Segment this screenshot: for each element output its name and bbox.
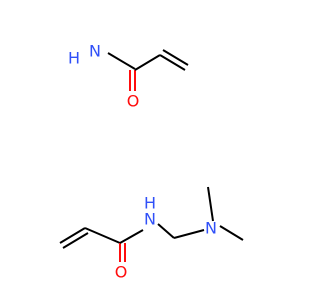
dimethylaminomethyl-acrylamide-molecule xyxy=(59,186,244,262)
amide-nh-h-label: H xyxy=(144,194,156,213)
dimethylamino-n-label: N xyxy=(205,219,217,238)
bond-n-carbonyl xyxy=(107,52,136,70)
chemical-structure-canvas: H N O N H N O xyxy=(59,42,244,282)
bond-vinyl-outer-2 xyxy=(59,227,86,244)
bond-vinyl-outer xyxy=(159,54,186,71)
bond-carbonyl-alpha xyxy=(134,54,161,71)
bond-carbonyl-nh-2 xyxy=(119,229,144,244)
carbonyl-o-label-2: O xyxy=(115,263,128,282)
amide-nh-n-label: N xyxy=(144,210,156,229)
bond-methylene-nme2 xyxy=(173,229,205,239)
amine-h2-label: H xyxy=(68,49,80,68)
carbonyl-o-label-1: O xyxy=(127,92,140,111)
bond-nme2-methyl-up xyxy=(207,186,214,222)
acrylamide-molecule xyxy=(107,49,189,91)
bond-nme2-methyl-right xyxy=(219,225,244,241)
bond-vinyl-inner xyxy=(162,49,189,66)
bond-vinyl-inner-2 xyxy=(62,232,89,249)
bond-nh-methylene xyxy=(157,223,175,239)
bond-alpha-carbonyl-2 xyxy=(84,227,121,244)
amine-n-label: N xyxy=(89,42,101,61)
